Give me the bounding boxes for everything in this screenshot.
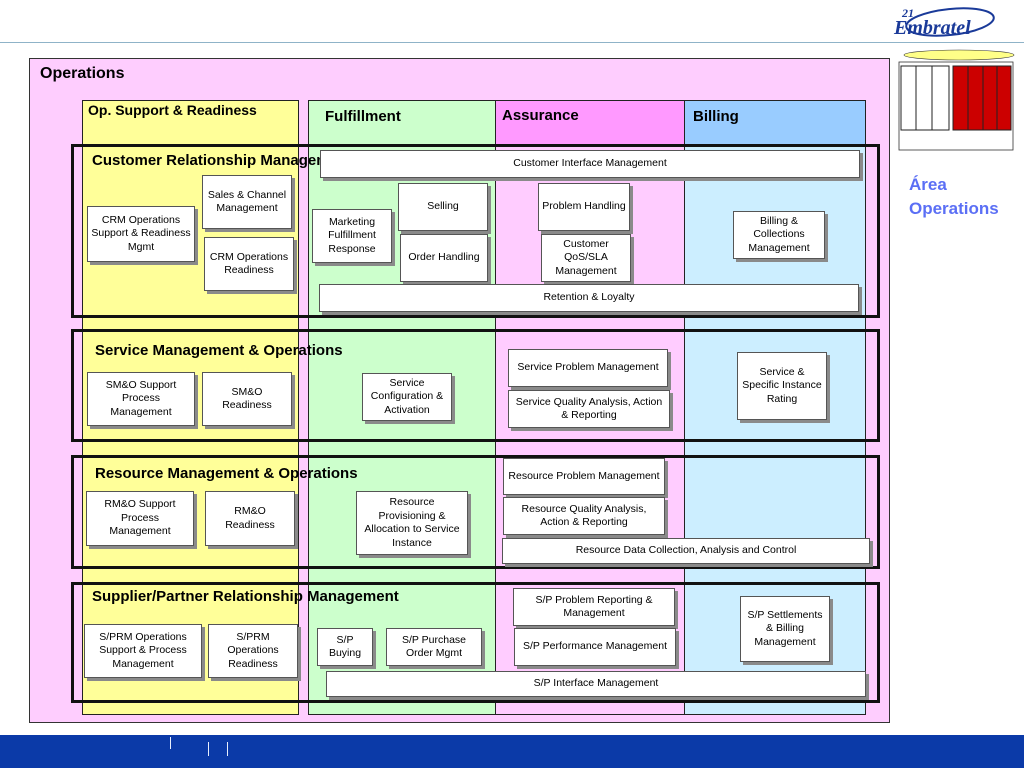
problem-handling[interactable]: Problem Handling <box>538 183 630 231</box>
resource-problem-management[interactable]: Resource Problem Management <box>503 458 665 495</box>
band-sprm <box>71 582 880 703</box>
sp-performance-management[interactable]: S/P Performance Management <box>514 628 676 666</box>
smo-readiness[interactable]: SM&O Readiness <box>202 372 292 426</box>
sp-problem-reporting-management[interactable]: S/P Problem Reporting & Management <box>513 588 675 626</box>
svg-text:21: 21 <box>901 6 914 20</box>
footer-bar <box>0 735 1024 768</box>
rmo-readiness[interactable]: RM&O Readiness <box>205 491 295 546</box>
sp-settlements-billing-management[interactable]: S/P Settlements & Billing Management <box>740 596 830 662</box>
band-title-sprm: Supplier/Partner Relationship Management <box>92 588 399 605</box>
smo-support-process-management[interactable]: SM&O Support Process Management <box>87 372 195 426</box>
sprm-operations-support[interactable]: S/PRM Operations Support & Process Manag… <box>84 624 202 678</box>
band-crm <box>71 144 880 318</box>
column-title-op-support: Op. Support & Readiness <box>88 102 257 118</box>
service-specific-instance-rating[interactable]: Service & Specific Instance Rating <box>737 352 827 420</box>
area-operations-label: Área Operations <box>909 175 999 218</box>
customer-interface-management[interactable]: Customer Interface Management <box>320 150 860 178</box>
footer-separator <box>227 742 228 756</box>
sp-interface-management[interactable]: S/P Interface Management <box>326 671 866 697</box>
header-divider <box>0 42 1024 43</box>
embratel-logo: 21 Embratel <box>892 4 996 40</box>
resource-provisioning-allocation[interactable]: Resource Provisioning & Allocation to Se… <box>356 491 468 555</box>
crm-operations-readiness[interactable]: CRM Operations Readiness <box>204 237 294 291</box>
operations-title: Operations <box>40 65 125 82</box>
sp-buying[interactable]: S/P Buying <box>317 628 373 666</box>
service-problem-management[interactable]: Service Problem Management <box>508 349 668 387</box>
resource-quality-analysis[interactable]: Resource Quality Analysis, Action & Repo… <box>503 497 665 535</box>
footer-separator <box>208 742 209 756</box>
retention-loyalty[interactable]: Retention & Loyalty <box>319 284 859 312</box>
customer-qos-sla-management[interactable]: Customer QoS/SLA Management <box>541 234 631 282</box>
service-configuration-activation[interactable]: Service Configuration & Activation <box>362 373 452 421</box>
marketing-fulfillment-response[interactable]: Marketing Fulfillment Response <box>312 209 392 263</box>
mini-map-thumbnail <box>897 48 1015 153</box>
billing-collections-management[interactable]: Billing & Collections Management <box>733 211 825 259</box>
band-rmo <box>71 455 880 569</box>
sales-channel-management[interactable]: Sales & Channel Management <box>202 175 292 229</box>
column-title-assurance: Assurance <box>502 107 579 124</box>
band-title-smo: Service Management & Operations <box>95 342 343 359</box>
footer-separator <box>170 737 171 749</box>
service-quality-analysis[interactable]: Service Quality Analysis, Action & Repor… <box>508 390 670 428</box>
crm-operations-support-readiness[interactable]: CRM Operations Support & Readiness Mgmt <box>87 206 195 262</box>
sprm-operations-readiness[interactable]: S/PRM Operations Readiness <box>208 624 298 678</box>
band-smo <box>71 329 880 442</box>
column-title-fulfillment: Fulfillment <box>325 108 401 125</box>
selling[interactable]: Selling <box>398 183 488 231</box>
band-title-crm: Customer Relationship Management <box>92 152 353 169</box>
order-handling[interactable]: Order Handling <box>400 234 488 282</box>
rmo-support-process-management[interactable]: RM&O Support Process Management <box>86 491 194 546</box>
column-title-billing: Billing <box>693 108 739 125</box>
resource-data-collection[interactable]: Resource Data Collection, Analysis and C… <box>502 538 870 564</box>
svg-text:Embratel: Embratel <box>893 17 971 39</box>
sp-purchase-order-management[interactable]: S/P Purchase Order Mgmt <box>386 628 482 666</box>
band-title-rmo: Resource Management & Operations <box>95 465 358 482</box>
